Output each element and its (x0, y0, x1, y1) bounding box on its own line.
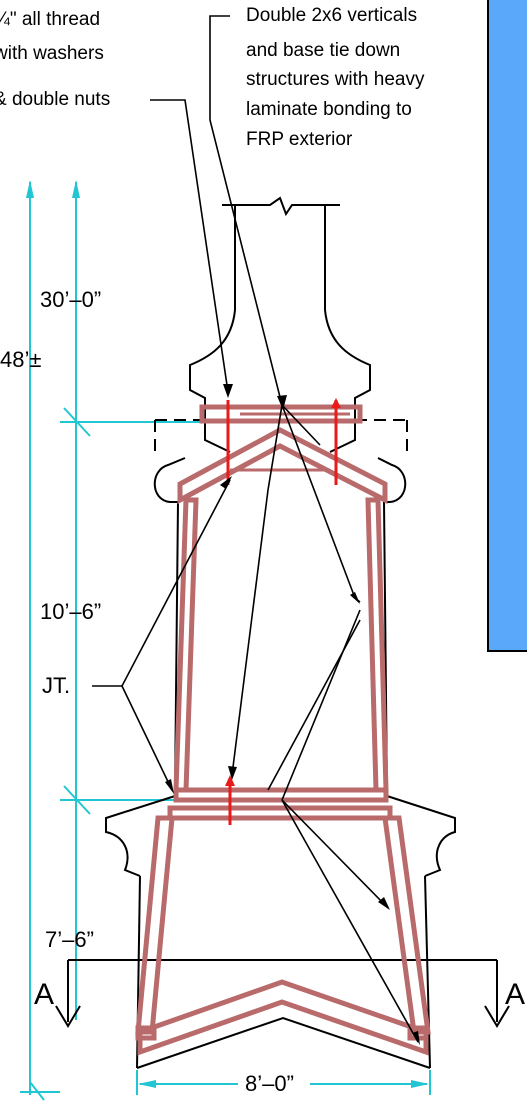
verticals-note-line1: Double 2x6 verticals (246, 5, 418, 26)
section-arrow-left (55, 1005, 81, 1028)
verticals-note-line5: FRP exterior (246, 129, 353, 150)
right-stud (365, 497, 389, 793)
dim-width: 8’–0” (245, 1071, 294, 1096)
mid-plate-upper (173, 787, 389, 803)
dim-upper: 30’–0” (40, 287, 102, 312)
section-cut-line (55, 959, 510, 1028)
dim-arrow-width-right (411, 1080, 429, 1088)
dim-arrow-top-upper (72, 180, 80, 198)
steeple-outline (105, 196, 456, 1069)
left-brace (135, 815, 175, 1035)
joint-label: JT. (42, 673, 71, 698)
thread-note-line2: with washers (0, 43, 104, 64)
left-stud (173, 497, 199, 793)
verticals-note-line3: structures with heavy (246, 69, 425, 90)
leader-lines (92, 15, 420, 1045)
verticals-note-line4: laminate bonding to (246, 99, 412, 120)
verticals-note-line2: and base tie down (246, 40, 401, 61)
base-chevron (137, 979, 429, 1056)
dim-middle: 10’–6” (40, 599, 102, 624)
section-marker-left: A (34, 978, 55, 1011)
structural-frame (135, 404, 431, 1056)
tie-rods (225, 398, 341, 825)
dim-arrow-width-left (138, 1080, 156, 1088)
dim-arrow-top-overall (26, 180, 34, 198)
thread-note-line1: ¼" all thread (0, 9, 101, 30)
mid-plate-lower (167, 805, 393, 821)
dim-overall: 48’± (0, 347, 42, 372)
break-line (222, 196, 340, 217)
section-marker-right: A (505, 978, 526, 1011)
right-brace (382, 815, 431, 1035)
gable-frame (177, 427, 388, 505)
blue-panel (487, 0, 527, 652)
dimension-lines (20, 180, 431, 1101)
section-arrow-right (484, 1005, 510, 1028)
dim-lower: 7’–6” (45, 927, 94, 952)
thread-note-line3: & double nuts (0, 89, 111, 110)
